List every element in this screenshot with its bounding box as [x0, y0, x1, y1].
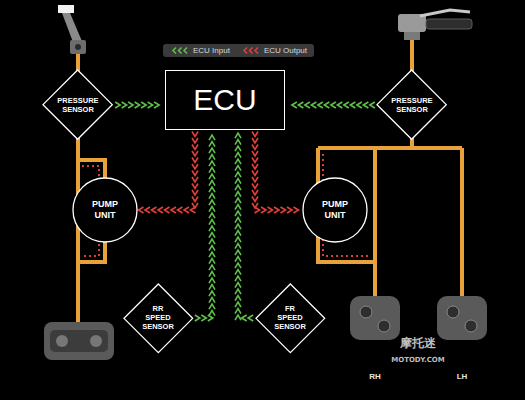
watermark: MOTODY.COM: [391, 356, 445, 364]
legend-swatch: [241, 46, 259, 55]
rear-caliper: [44, 322, 114, 360]
sensor-diamond: PRESSURE SENSOR: [42, 69, 113, 140]
legend-text: ECU Input: [193, 46, 230, 55]
node-label: RR SPEED SENSOR: [142, 304, 174, 331]
node-label: PUMP UNIT: [322, 199, 348, 221]
front-caliper-rh: [350, 296, 400, 340]
brake-line: [375, 148, 462, 300]
signal-connector: [139, 132, 199, 214]
node-label: PUMP UNIT: [92, 199, 118, 221]
speed-sensor-diamond: RR SPEED SENSOR: [123, 283, 194, 354]
legend-swatch: [170, 46, 188, 55]
signal-connector: [252, 132, 299, 214]
brake-line: [318, 146, 462, 150]
legend: ECU Input ECU Output: [163, 44, 314, 57]
node-label: PRESSURE SENSOR: [57, 96, 98, 114]
brake-lever: [398, 10, 472, 40]
watermark: 摩托迷: [400, 335, 436, 352]
legend-text: ECU Output: [264, 46, 307, 55]
ecu-box: ECU: [165, 70, 285, 130]
pump-circle: PUMP UNIT: [302, 177, 368, 243]
caliper-label: RH: [369, 372, 381, 381]
sensor-diamond: PRESSURE SENSOR: [376, 69, 447, 140]
pump-circle: PUMP UNIT: [72, 177, 138, 243]
node-label: PRESSURE SENSOR: [391, 96, 432, 114]
signal-connector: [195, 135, 215, 321]
speed-sensor-diamond: FR SPEED SENSOR: [255, 283, 326, 354]
signal-connector: [235, 133, 253, 321]
front-caliper-lh: [437, 296, 487, 340]
signal-connector: [115, 102, 159, 108]
brake-pedal: [58, 5, 86, 54]
signal-connector: [292, 102, 375, 108]
caliper-label: LH: [457, 372, 468, 381]
node-label: ECU: [193, 82, 256, 118]
node-label: FR SPEED SENSOR: [274, 304, 306, 331]
